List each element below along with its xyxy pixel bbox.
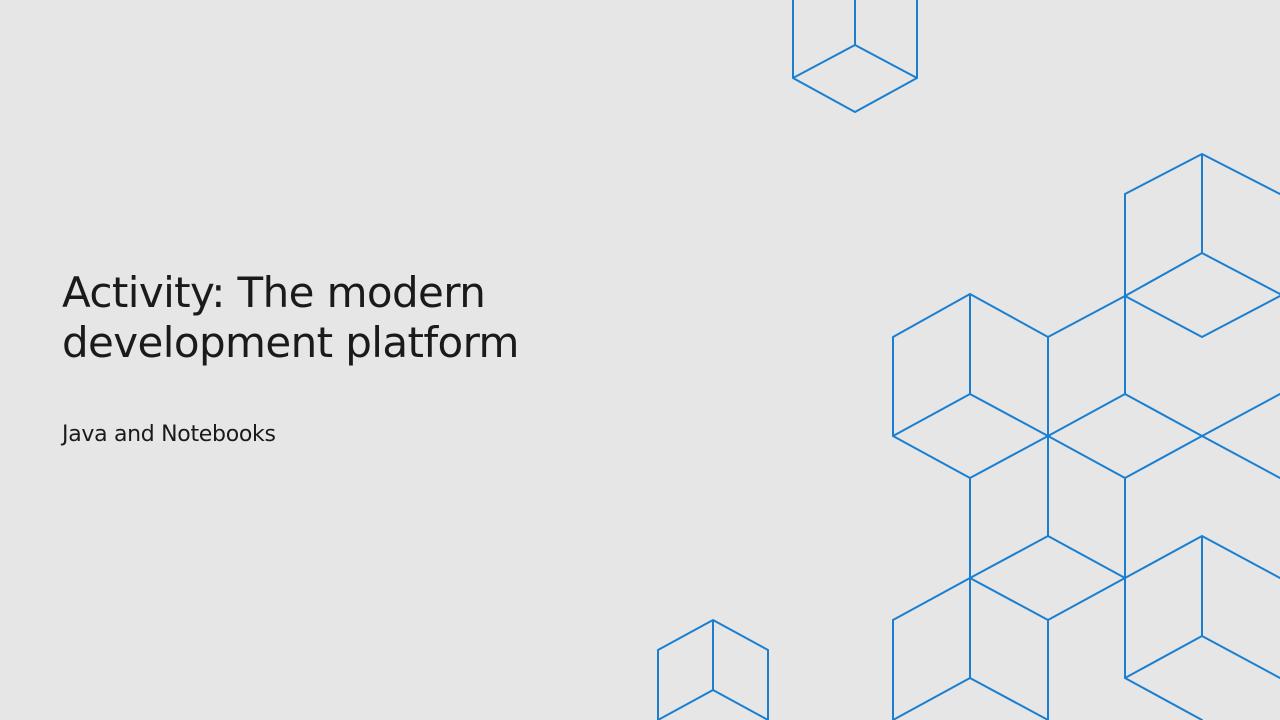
slide-title: Activity: The modern development platfor… [62,268,682,368]
bottom-right-cube-outline [1124,535,1280,720]
slide-subtitle: Java and Notebooks [62,422,276,447]
slide-title-line-2: development platform [62,318,519,367]
top-cube-outline [792,0,918,113]
small-bottom-cube-outline [657,619,769,720]
slide-title-line-1: Activity: The modern [62,268,486,317]
upper-right-cube-outline [1124,153,1280,338]
middle-right-cube-outline [1047,295,1280,479]
middle-left-cube-outline [892,293,1049,479]
cube-lines [657,0,1280,720]
bottom-left-cube-outline [892,577,1049,720]
lower-center-cube-outline [969,435,1126,621]
